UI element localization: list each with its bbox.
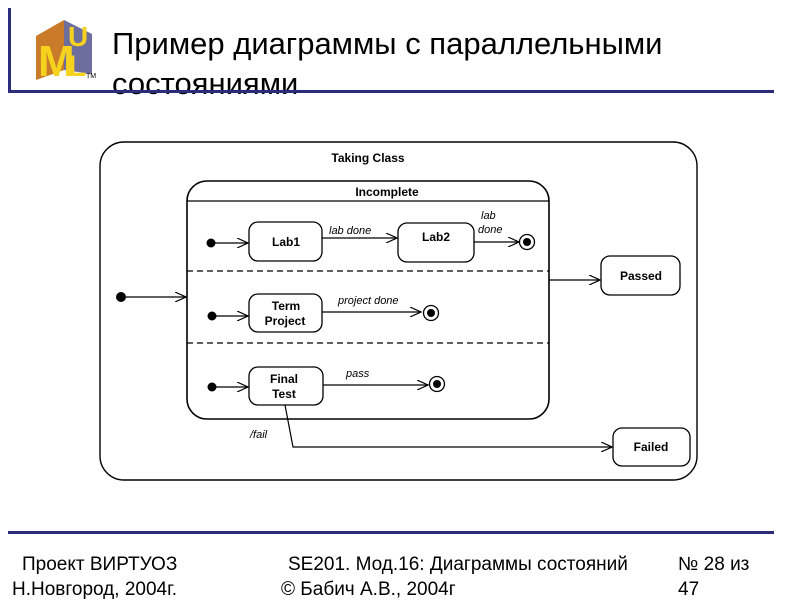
title-divider [8,90,774,93]
region1-final-state-core [523,238,531,246]
footer-project: Проект ВИРТУОЗ [22,554,178,575]
state-term-project [248,293,323,333]
state-term-project-label-line2: Project [265,314,306,328]
composite-state-incomplete [186,180,550,420]
transition-lab-done-2-label-line2: done [478,224,502,236]
transition-fail [284,404,612,447]
slide-title: Пример диаграммы с параллельными состоян… [112,26,663,101]
transition-lab-done-2-label-line1: lab [481,210,496,222]
state-lab1 [248,221,323,262]
uml-logo: M U L TM [36,20,96,82]
state-final-test [248,366,324,406]
footer-slide-number: № 28 из [678,554,750,575]
state-term-project-label-line1: Term [272,299,300,313]
logo-letter-m: M [38,37,75,82]
region3-initial-state [207,382,217,392]
region1-initial-state [206,238,216,248]
state-final-test-label-line2: Test [272,387,296,401]
transition-pass-label: pass [345,368,370,380]
state-passed-label: Passed [620,269,662,283]
outer-state-taking-class [99,141,698,481]
footer-course-module: SE201. Мод.16: Диаграммы состояний [288,554,628,575]
logo-trademark: TM [86,73,96,80]
state-lab2-label: Lab2 [422,230,450,244]
composite-state-label: Incomplete [355,185,419,199]
transition-project-done-label: project done [337,295,399,307]
logo-letter-l: L [68,50,86,82]
outer-state-label: Taking Class [331,151,404,165]
transition-fail-label: /fail [249,429,268,441]
footer-divider [8,531,774,534]
region2-final-state-core [427,309,435,317]
logo-letter-u: U [68,21,88,52]
state-lab1-label: Lab1 [272,235,300,249]
transition-lab-done-1-label: lab done [329,225,371,237]
footer-copyright: © Бабич А.В., 2004г [281,579,456,600]
state-final-test-label-line1: Final [270,372,298,386]
state-failed-label: Failed [634,440,669,454]
outer-initial-state [116,292,126,302]
state-passed [600,255,681,296]
title-accent-bar [8,8,11,92]
state-failed [612,427,691,467]
footer-location-year: Н.Новгород, 2004г. [12,579,177,600]
region2-initial-state [207,311,217,321]
footer-slide-total: 47 [678,579,700,600]
region3-final-state-core [433,380,441,388]
